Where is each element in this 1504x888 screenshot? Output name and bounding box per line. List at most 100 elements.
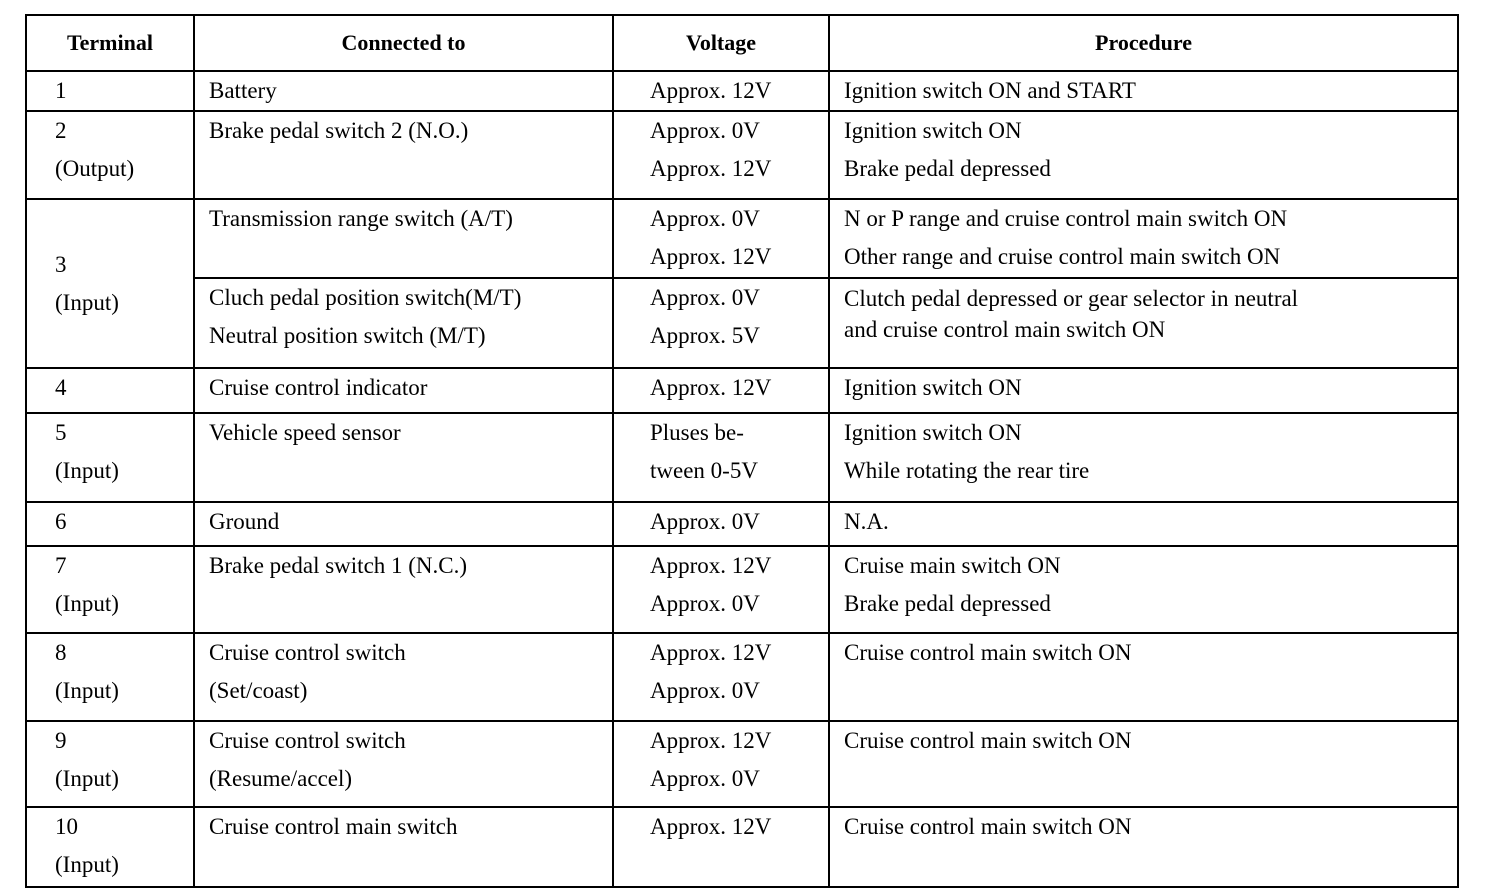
terminal-cell-line: (Input) [55, 289, 119, 315]
procedure-cell-line: Clutch pedal depressed or gear selector … [844, 286, 1299, 311]
voltage-cell: Approx. 12V [612, 70, 830, 112]
connected-cell-line: Cruise control switch [209, 728, 406, 753]
voltage-cell-line: Approx. 12V [650, 156, 772, 181]
connected-cell: Brake pedal switch 2 (N.O.) [193, 110, 614, 200]
procedure-cell-line: Cruise control main switch ON [844, 814, 1132, 839]
voltage-cell-line: Pluses be- [650, 420, 744, 445]
connected-cell: Cruise control switch(Set/coast) [193, 632, 614, 722]
terminal-cell-line: (Input) [55, 458, 119, 483]
voltage-cell: Approx. 12V [612, 367, 830, 414]
procedure-cell-line: Brake pedal depressed [844, 156, 1051, 181]
connected-cell-line: Ground [209, 509, 280, 534]
terminal-cell-line: 4 [55, 375, 67, 400]
terminal-cell-line: 6 [55, 509, 67, 534]
procedure-cell-line: Ignition switch ON [844, 118, 1022, 143]
terminal-cell-line: (Output) [55, 156, 135, 181]
terminal-cell: 4 [25, 367, 195, 414]
terminal-cell-line: 7 [55, 553, 67, 578]
header-procedure: Procedure [828, 14, 1459, 72]
connected-cell: Ground [193, 501, 614, 547]
table-row: Cluch pedal position switch(M/T) Neutral … [26, 277, 1459, 369]
connected-cell-line: Transmission range switch (A/T) [209, 206, 513, 231]
procedure-cell: Clutch pedal depressed or gear selector … [828, 277, 1459, 369]
voltage-cell-line: Approx. 12V [650, 814, 772, 839]
header-voltage: Voltage [612, 14, 830, 72]
voltage-cell-line: Approx. 12V [650, 553, 772, 578]
voltage-cell-line: Approx. 0V [650, 678, 760, 703]
table-row: 2 (Output) Brake pedal switch 2 (N.O.) Appr… [25, 110, 1459, 200]
connected-cell: Cruise control switch (Resume/accel) [193, 720, 614, 808]
procedure-cell: Ignition switch ON Brake pedal depressed [828, 110, 1459, 200]
terminal-cell-line: 2 [55, 118, 67, 143]
terminal-cell-line: (Input) [55, 678, 119, 703]
table-row: 9(Input) Cruise control switch (Resume/acc… [25, 720, 1459, 808]
connected-cell-line: Vehicle speed sensor [209, 420, 401, 445]
terminal-cell: 1 [25, 70, 195, 112]
procedure-cell-line: N or P range and cruise control main swi… [844, 206, 1288, 231]
voltage-cell-line: Approx. 0V [650, 285, 760, 310]
terminal-cell: 10(Input) [25, 806, 195, 888]
table-row: 6 Ground Approx. 0V N.A. [25, 501, 1459, 547]
voltage-cell-line: Approx. 0V [650, 206, 760, 231]
procedure-cell: Ignition switch ON [828, 367, 1459, 414]
voltage-cell-line: tween 0-5V [650, 458, 758, 483]
voltage-cell-line: Approx. 12V [650, 375, 772, 400]
terminal-cell-line: 9 [55, 728, 67, 753]
voltage-cell-line: Approx. 12V [650, 244, 772, 269]
connected-cell-line: Neutral position switch (M/T) [209, 323, 486, 348]
voltage-cell: Approx. 12V Approx. 0V [612, 632, 830, 722]
connected-cell: Cruise control main switch [193, 806, 614, 888]
table-row: 5 (Input) Vehicle speed sensor Pluses be-tw… [25, 412, 1459, 503]
connected-cell: Vehicle speed sensor [193, 412, 614, 503]
terminal-table: Terminal Connected to Voltage Procedure … [25, 14, 1459, 888]
voltage-cell-line: Approx. 0V [650, 766, 760, 791]
procedure-cell-line: Cruise control main switch ON [844, 640, 1132, 665]
header-terminal: Terminal [25, 14, 195, 72]
connected-cell-line: Brake pedal switch 2 (N.O.) [209, 118, 469, 143]
terminal-cell: 8 (Input) [25, 632, 195, 722]
table-row: 4 Cruise control indicator Approx. 12V Igni… [25, 367, 1459, 414]
voltage-cell-line: Approx. 0V [650, 591, 760, 616]
voltage-cell: Approx. 0V Approx. 12V [612, 110, 830, 200]
voltage-cell-line: Approx. 5V [650, 323, 760, 348]
voltage-cell-line: Approx. 12V [650, 640, 772, 665]
table-row: 8 (Input) Cruise control switch(Set/coast)… [25, 632, 1459, 722]
procedure-cell: Cruise control main switch ON [828, 632, 1459, 722]
procedure-cell-line: and cruise control main switch ON [844, 317, 1166, 342]
connected-cell-line: Cruise control main switch [209, 814, 458, 839]
terminal-cell-line: 1 [55, 78, 67, 103]
voltage-cell: Pluses be-tween 0-5V [612, 412, 830, 503]
connected-cell-line: Cruise control indicator [209, 375, 428, 400]
procedure-cell-line: Ignition switch ON [844, 420, 1022, 445]
terminal-cell: 9(Input) [25, 720, 195, 808]
connected-cell: Cluch pedal position switch(M/T) Neutral … [193, 277, 614, 369]
connected-cell-line: Cruise control switch [209, 640, 406, 665]
table-row: 3 (Input) Transmission range switch (A/T) A… [25, 198, 1459, 369]
connected-cell-line: Cluch pedal position switch(M/T) [209, 285, 522, 310]
header-row: Terminal Connected to Voltage Procedure [25, 14, 1459, 72]
procedure-cell-line: Ignition switch ON [844, 375, 1022, 400]
procedure-cell-line: N.A. [844, 509, 889, 534]
voltage-cell: Approx. 0V Approx. 12V [612, 198, 830, 279]
connected-cell: Cruise control indicator [193, 367, 614, 414]
connected-cell-line: (Resume/accel) [209, 766, 353, 791]
voltage-cell-line: Approx. 0V [650, 509, 760, 534]
terminal-cell-line: 5 [55, 420, 67, 445]
terminal-cell-line: 3 [55, 251, 67, 277]
procedure-cell: Cruise control main switch ON [828, 806, 1459, 888]
terminal-cell: 5 (Input) [25, 412, 195, 503]
voltage-cell: Approx. 0V Approx. 5V [612, 277, 830, 369]
voltage-cell-line: Approx. 12V [650, 728, 772, 753]
procedure-cell: Cruise control main switch ON [828, 720, 1459, 808]
procedure-cell-line: Cruise main switch ON [844, 553, 1061, 578]
voltage-cell-line: Approx. 0V [650, 118, 760, 143]
terminal-cell-line: 8 [55, 640, 67, 665]
voltage-cell: Approx. 12V Approx. 0V [612, 720, 830, 808]
connected-cell-line: Brake pedal switch 1 (N.C.) [209, 553, 468, 578]
terminal-cell: 6 [25, 501, 195, 547]
terminal-cell: 2 (Output) [25, 110, 195, 200]
terminal-cell-line: (Input) [55, 852, 119, 877]
